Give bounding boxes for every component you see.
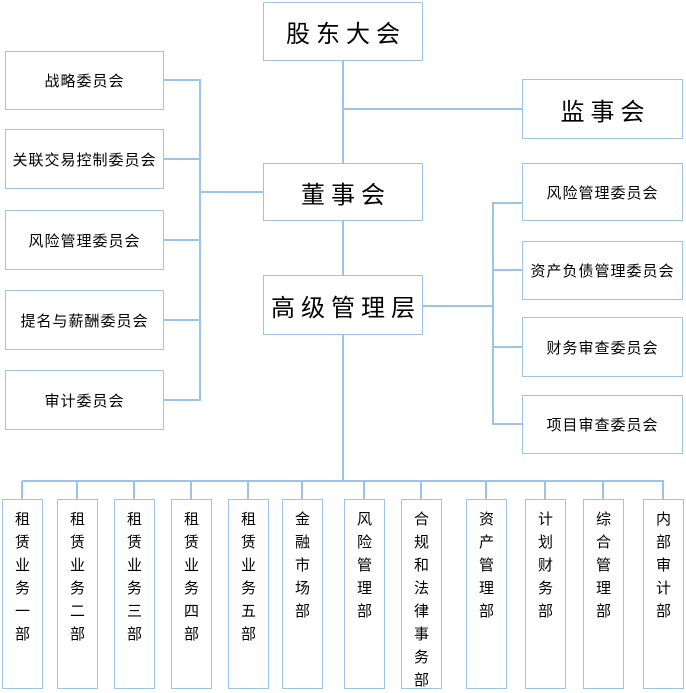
- spine-senior-to-departments-line: [342, 335, 344, 482]
- right-committee-1-connector: [492, 202, 522, 204]
- spine-shareholders-to-board-line: [342, 61, 344, 163]
- dept-asset-management: 资产管理部: [466, 499, 507, 689]
- node-financial-review-committee-label: 财务审查委员会: [546, 340, 659, 357]
- node-audit-committee-label: 审计委员会: [44, 393, 125, 410]
- dept-leasing-business-2: 租赁业务二部: [57, 499, 98, 689]
- node-senior-management-label: 高级管理层: [271, 295, 421, 322]
- node-risk-management-committee-mgmt: 风险管理委员会: [522, 163, 683, 221]
- bottom-trunk-line: [22, 480, 664, 482]
- dept-leasing-business-4: 租赁业务四部: [171, 499, 212, 689]
- dept-stub-10: [544, 481, 546, 499]
- node-asset-liability-management-committee: 资产负债管理委员会: [522, 241, 683, 300]
- node-nomination-remuneration-committee-label: 提名与薪酬委员会: [20, 313, 149, 330]
- dept-planning-finance-label: 计划财务部: [537, 512, 553, 620]
- node-board-of-directors-label: 董事会: [301, 182, 391, 209]
- node-board-of-directors: 董事会: [263, 163, 423, 221]
- dept-risk-management-label: 风险管理部: [356, 512, 372, 620]
- node-project-review-committee: 项目审查委员会: [522, 395, 683, 454]
- right-committee-4-connector: [492, 423, 522, 425]
- node-related-transactions-control-committee: 关联交易控制委员会: [5, 129, 164, 189]
- senior-right-connector-line: [423, 305, 492, 307]
- dept-internal-audit-label: 内部审计部: [655, 512, 671, 620]
- dept-leasing-business-3: 租赁业务三部: [114, 499, 155, 689]
- supervisory-board-connector-line: [343, 108, 522, 110]
- node-risk-management-committee-board: 风险管理委员会: [5, 210, 164, 270]
- dept-financial-markets: 金融市场部: [282, 499, 323, 689]
- right-trunk-line: [492, 202, 494, 425]
- board-left-connector-line: [199, 191, 263, 193]
- right-committee-3-connector: [492, 346, 522, 348]
- dept-financial-markets-label: 金融市场部: [294, 512, 310, 620]
- dept-planning-finance: 计划财务部: [525, 499, 566, 689]
- dept-stub-9: [485, 481, 487, 499]
- dept-general-administration: 综合管理部: [583, 499, 624, 689]
- left-committee-2-connector: [164, 158, 201, 160]
- node-risk-management-committee-mgmt-label: 风险管理委员会: [546, 185, 659, 202]
- node-supervisory-board: 监事会: [522, 79, 683, 139]
- dept-compliance-legal-affairs: 合规和法律事务部: [401, 499, 442, 689]
- dept-stub-1: [21, 481, 23, 499]
- node-strategy-committee: 战略委员会: [5, 51, 164, 110]
- dept-stub-6: [301, 481, 303, 499]
- dept-stub-8: [420, 481, 422, 499]
- node-shareholders-meeting: 股东大会: [263, 2, 423, 61]
- left-committee-5-connector: [164, 399, 201, 401]
- dept-risk-management: 风险管理部: [344, 499, 385, 689]
- dept-leasing-business-3-label: 租赁业务三部: [126, 512, 142, 643]
- dept-general-administration-label: 综合管理部: [595, 512, 611, 620]
- dept-internal-audit: 内部审计部: [643, 499, 684, 689]
- node-supervisory-board-label: 监事会: [560, 99, 651, 126]
- node-financial-review-committee: 财务审查委员会: [522, 317, 683, 377]
- dept-stub-5: [247, 481, 249, 499]
- node-related-transactions-control-committee-label: 关联交易控制委员会: [12, 152, 157, 169]
- spine-board-to-senior-line: [342, 221, 344, 275]
- node-nomination-remuneration-committee: 提名与薪酬委员会: [5, 290, 164, 350]
- dept-leasing-business-1: 租赁业务一部: [2, 499, 43, 689]
- node-project-review-committee-label: 项目审查委员会: [546, 418, 659, 434]
- left-committee-3-connector: [164, 239, 201, 241]
- node-shareholders-meeting-label: 股东大会: [286, 22, 406, 48]
- node-senior-management: 高级管理层: [263, 275, 423, 335]
- dept-leasing-business-5: 租赁业务五部: [228, 499, 269, 689]
- node-asset-liability-management-committee-label: 资产负债管理委员会: [530, 264, 675, 280]
- dept-stub-3: [133, 481, 135, 499]
- dept-asset-management-label: 资产管理部: [478, 512, 494, 620]
- dept-leasing-business-2-label: 租赁业务二部: [69, 512, 85, 643]
- dept-stub-2: [76, 481, 78, 499]
- dept-stub-12: [662, 481, 664, 499]
- dept-leasing-business-4-label: 租赁业务四部: [183, 512, 199, 643]
- node-audit-committee: 审计委员会: [5, 370, 164, 430]
- left-committee-4-connector: [164, 319, 201, 321]
- dept-leasing-business-5-label: 租赁业务五部: [240, 512, 256, 643]
- dept-stub-11: [602, 481, 604, 499]
- dept-stub-7: [363, 481, 365, 499]
- dept-stub-4: [190, 481, 192, 499]
- left-committee-1-connector: [164, 79, 201, 81]
- node-risk-management-committee-board-label: 风险管理委员会: [28, 233, 141, 250]
- right-committee-2-connector: [492, 269, 522, 271]
- dept-leasing-business-1-label: 租赁业务一部: [14, 512, 30, 643]
- dept-compliance-legal-affairs-label: 合规和法律事务部: [413, 512, 429, 689]
- node-strategy-committee-label: 战略委员会: [44, 74, 125, 90]
